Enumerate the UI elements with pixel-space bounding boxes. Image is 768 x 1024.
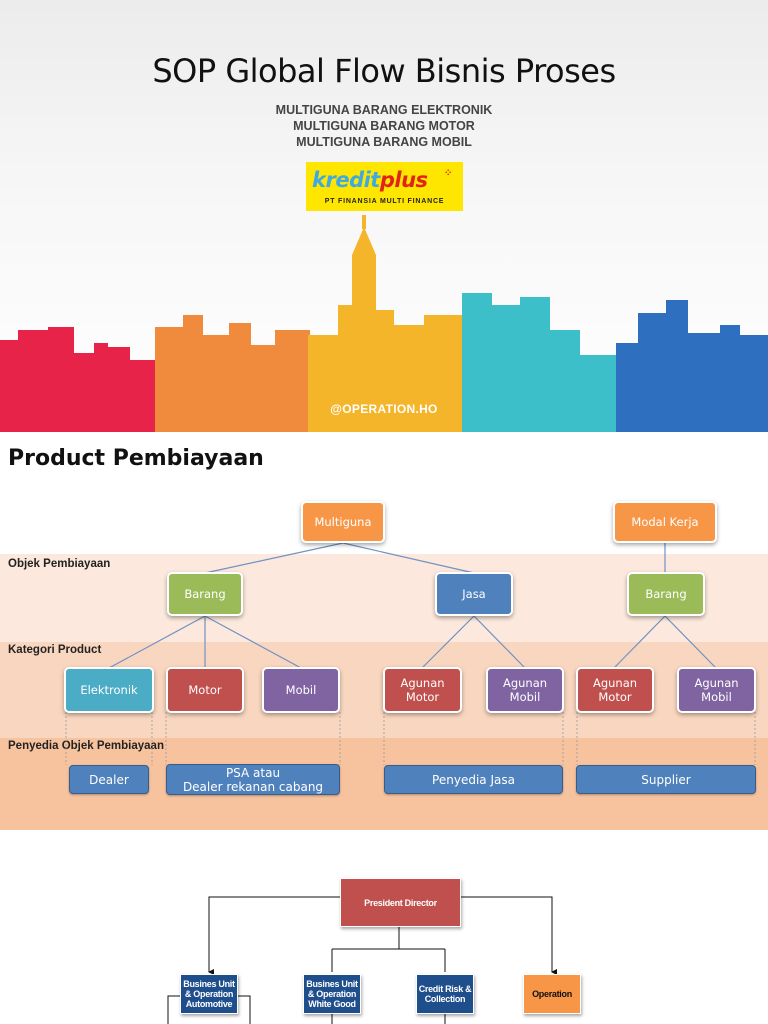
- node-agunan-motor-jasa: Agunan Motor: [383, 667, 462, 713]
- city-skyline-illustration: [0, 215, 768, 432]
- label-objek-pembiayaan: Objek Pembiayaan: [8, 558, 111, 570]
- logo-kredit-text: kredit: [312, 168, 380, 192]
- kreditplus-logo: kreditplus ⁘ PT FINANSIA MULTI FINANCE: [306, 162, 463, 211]
- label-kategori-product: Kategori Product: [8, 644, 102, 656]
- logo-spark-icon: ⁘: [444, 168, 453, 179]
- president-director-box: President Director: [340, 878, 461, 927]
- node-mobil: Mobil: [262, 667, 340, 713]
- provider-psa-line2: Dealer rekanan cabang: [182, 779, 324, 794]
- title-slide: SOP Global Flow Bisnis Proses MULTIGUNA …: [0, 0, 768, 432]
- node-motor: Motor: [166, 667, 244, 713]
- skyline-blue: [616, 300, 768, 432]
- operation-handle: @OPERATION.HO: [330, 402, 438, 416]
- subtitle-motor: MULTIGUNA BARANG MOTOR: [293, 119, 475, 133]
- credit-risk-box: Credit Risk & Collection: [416, 974, 474, 1014]
- node-jasa: Jasa: [435, 572, 513, 616]
- node-agunan-mobil-jasa: Agunan Mobil: [486, 667, 564, 713]
- subtitle-elektronik: MULTIGUNA BARANG ELEKTRONIK: [275, 103, 493, 117]
- product-pembiayaan-slide: Product Pembiayaan Objek Pembiayaan Kate…: [0, 432, 768, 838]
- bu-white-good-box: Busines Unit & Operation White Good: [303, 974, 361, 1014]
- subtitle-mobil: MULTIGUNA BARANG MOBIL: [296, 135, 472, 149]
- skyline-orange: [155, 315, 310, 432]
- provider-psa-line1: PSA atau: [225, 765, 281, 780]
- provider-penyedia-jasa: Penyedia Jasa: [384, 765, 563, 794]
- node-agunan-mobil-barang: Agunan Mobil: [677, 667, 756, 713]
- label-penyedia-objek: Penyedia Objek Pembiayaan: [8, 740, 164, 752]
- node-barang-multiguna: Barang: [167, 572, 243, 616]
- skyline-yellow: [308, 215, 462, 432]
- logo-wordmark: kreditplus: [312, 168, 428, 192]
- node-multiguna: Multiguna: [301, 501, 385, 543]
- skyline-teal: [462, 293, 616, 432]
- operation-box: Operation: [523, 974, 581, 1014]
- org-chart-connectors: [167, 896, 557, 1024]
- bu-automotive-box: Busines Unit & Operation Automotive: [180, 974, 238, 1014]
- node-elektronik: Elektronik: [64, 667, 154, 713]
- slide-title: SOP Global Flow Bisnis Proses: [152, 52, 616, 90]
- subtitle-list: MULTIGUNA BARANG ELEKTRONIK MULTIGUNA BA…: [0, 102, 768, 150]
- provider-psa: PSA atau Dealer rekanan cabang: [166, 764, 340, 795]
- logo-plus-text: plus: [379, 168, 428, 192]
- logo-tagline: PT FINANSIA MULTI FINANCE: [324, 198, 445, 205]
- node-barang-modal-kerja: Barang: [627, 572, 705, 616]
- hierarchy-connectors: [65, 542, 756, 765]
- node-modal-kerja: Modal Kerja: [613, 501, 717, 543]
- slide-title-product: Product Pembiayaan: [8, 446, 264, 471]
- org-chart-slide: President Director Busines Unit & Operat…: [0, 838, 768, 1024]
- provider-supplier: Supplier: [576, 765, 756, 794]
- skyline-red: [0, 327, 160, 432]
- node-agunan-motor-barang: Agunan Motor: [576, 667, 654, 713]
- provider-dealer: Dealer: [69, 765, 149, 794]
